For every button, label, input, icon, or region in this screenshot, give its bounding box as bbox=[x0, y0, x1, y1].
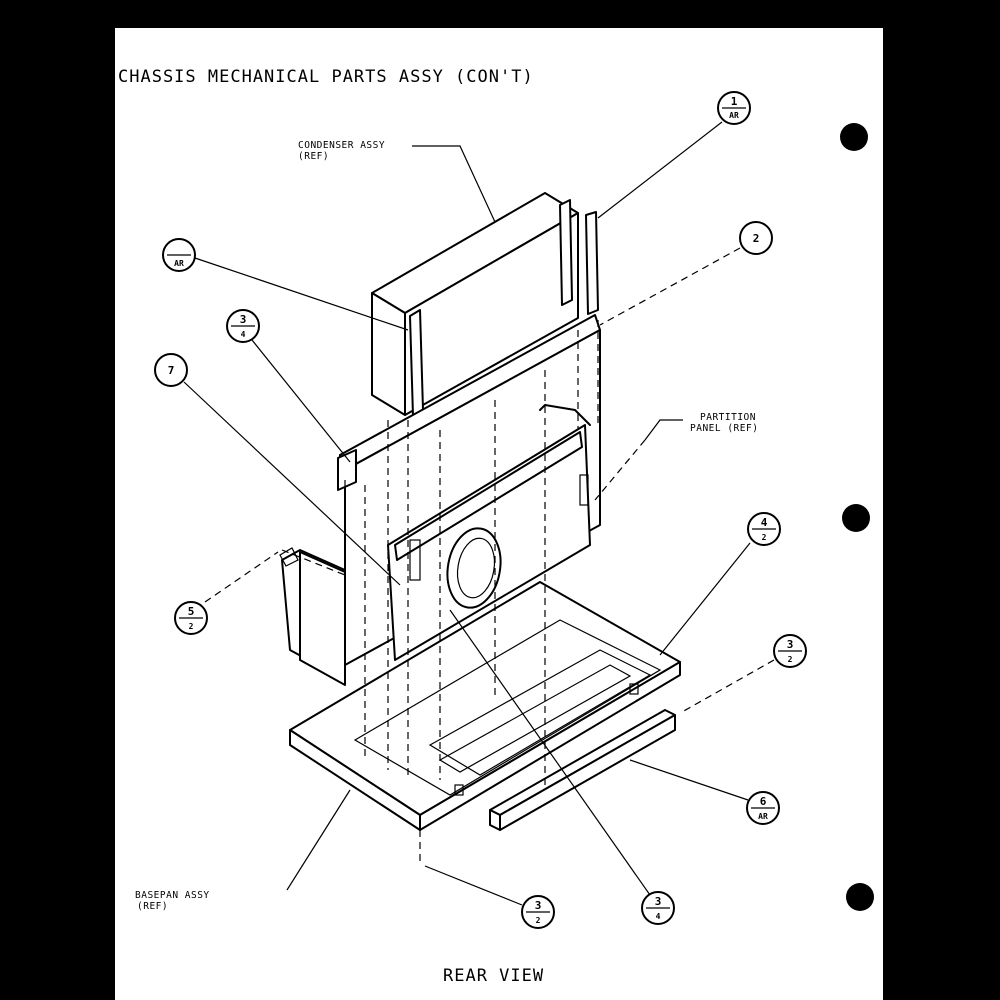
callout-5-num: 7 bbox=[168, 364, 175, 377]
callout-6-sub: 2 bbox=[762, 533, 767, 542]
callout-4-num: 3 bbox=[240, 313, 247, 326]
callout-3: AR bbox=[162, 238, 196, 272]
callout-6: 4 2 bbox=[747, 512, 781, 546]
callout-6-num: 4 bbox=[761, 516, 768, 529]
callout-1: 1 AR bbox=[717, 91, 751, 125]
callout-8-sub: 2 bbox=[788, 655, 793, 664]
base-rail bbox=[489, 709, 676, 831]
label-basepan-line1: BASEPAN ASSY bbox=[135, 890, 210, 901]
callout-11-sub: 4 bbox=[656, 912, 661, 921]
punch-hole-top bbox=[840, 123, 868, 151]
callout-2: 2 bbox=[739, 221, 773, 255]
punch-hole-bottom bbox=[846, 883, 874, 911]
callout-9-sub: AR bbox=[758, 812, 768, 821]
callout-8-num: 3 bbox=[787, 638, 794, 651]
callout-3-sub: AR bbox=[174, 259, 184, 268]
callout-10: 3 2 bbox=[521, 895, 555, 929]
callout-10-num: 3 bbox=[535, 899, 542, 912]
callout-7-num: 5 bbox=[188, 605, 195, 618]
label-partition-line2: PANEL (REF) bbox=[690, 423, 758, 434]
side-box bbox=[279, 547, 346, 686]
callout-9-num: 6 bbox=[760, 795, 767, 808]
alignment-lines bbox=[281, 320, 599, 865]
callout-10-sub: 2 bbox=[536, 916, 541, 925]
condenser-assembly bbox=[371, 192, 599, 417]
view-caption: REAR VIEW bbox=[443, 966, 544, 986]
leader-lines bbox=[183, 121, 775, 906]
callout-7-sub: 2 bbox=[189, 622, 194, 631]
callout-1-sub: AR bbox=[729, 111, 739, 120]
callout-9: 6 AR bbox=[746, 791, 780, 825]
callout-11-num: 3 bbox=[655, 895, 662, 908]
callout-2-num: 2 bbox=[753, 232, 760, 245]
callout-11: 3 4 bbox=[641, 891, 675, 925]
page-title: CHASSIS MECHANICAL PARTS ASSY (CON'T) bbox=[118, 67, 534, 87]
callout-1-num: 1 bbox=[731, 95, 738, 108]
callout-4-sub: 4 bbox=[241, 330, 246, 339]
callout-5: 7 bbox=[154, 353, 188, 387]
punch-hole-middle bbox=[842, 504, 870, 532]
callout-4: 3 4 bbox=[226, 309, 260, 343]
label-condenser-line2: (REF) bbox=[298, 151, 329, 162]
label-partition-line1: PARTITION bbox=[700, 412, 756, 423]
label-basepan-line2: (REF) bbox=[137, 901, 168, 912]
callout-8: 3 2 bbox=[773, 634, 807, 668]
callout-7: 5 2 bbox=[174, 601, 208, 635]
label-condenser-line1: CONDENSER ASSY bbox=[298, 140, 385, 151]
partition-panel bbox=[337, 314, 601, 666]
